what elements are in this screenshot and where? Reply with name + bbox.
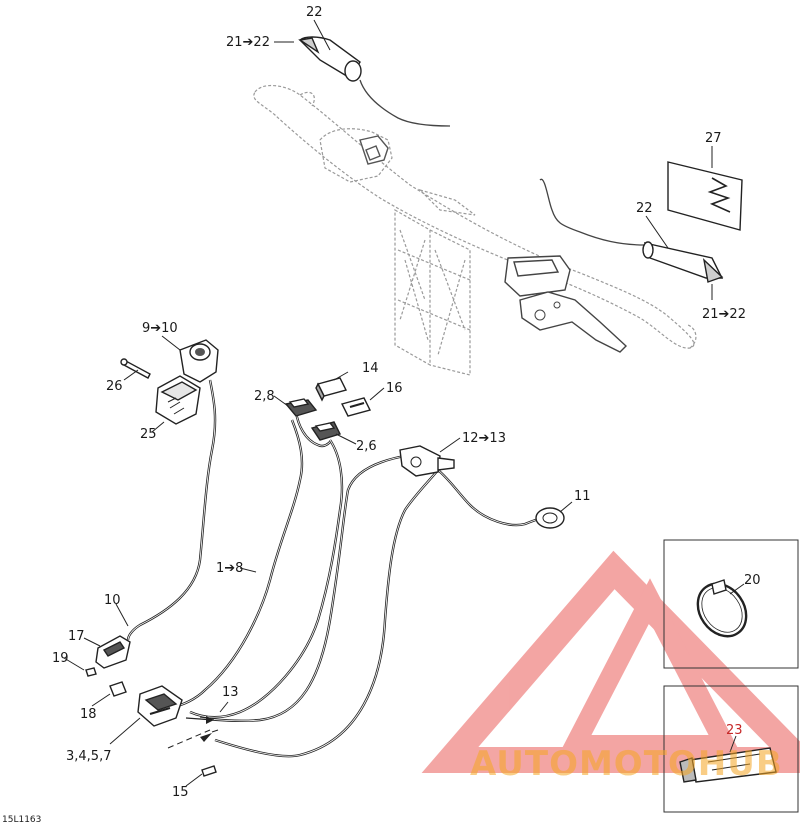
detail-box-23 (663, 685, 799, 813)
connector-2-8 (284, 398, 318, 417)
label-13: 13 (222, 685, 239, 700)
label-14: 14 (362, 361, 379, 376)
label-11: 11 (574, 489, 591, 504)
label-19: 19 (52, 651, 69, 666)
label-18: 18 (80, 707, 97, 722)
housing-25 (155, 375, 201, 425)
label-3-4-5-7: 3,4,5,7 (66, 749, 111, 764)
label-9-10: 9➔10 (142, 321, 178, 336)
label-20: 20 (744, 573, 761, 588)
label-2-6: 2,6 (356, 439, 377, 454)
grip-heater-right (642, 241, 724, 283)
label-21-22-top: 21➔22 (226, 35, 270, 50)
label-27: 27 (705, 131, 722, 146)
connector-14 (315, 377, 348, 402)
label-23: 23 (726, 723, 743, 738)
label-26: 26 (106, 379, 123, 394)
label-17: 17 (68, 629, 85, 644)
pin-26 (120, 358, 151, 379)
label-25: 25 (140, 427, 157, 442)
main-connector-3457 (137, 685, 183, 727)
lock-18 (109, 681, 127, 697)
label-16: 16 (386, 381, 403, 396)
heater-cable-right (539, 178, 646, 246)
label-2-8: 2,8 (254, 389, 275, 404)
pin-15 (201, 765, 217, 777)
connector-16 (340, 397, 372, 417)
decal-27 (667, 161, 743, 231)
label-1-8: 1➔8 (216, 561, 243, 576)
connector-17 (95, 635, 131, 669)
label-10: 10 (104, 593, 121, 608)
drawing-code: 15L1163 (2, 815, 41, 825)
label-15: 15 (172, 785, 189, 800)
handlebar-ghost (253, 85, 697, 376)
connector-9-10 (179, 339, 219, 383)
leader-lines (63, 19, 713, 787)
connector-12-13 (399, 445, 455, 477)
label-22-top: 22 (306, 5, 323, 20)
grip-heater-top (298, 36, 362, 82)
left-control-housing (319, 128, 393, 183)
wiring-harness (126, 379, 549, 758)
watermark-logo (421, 550, 800, 773)
grommet-11 (535, 507, 565, 529)
callout-labels: 22 21➔22 27 22 21➔22 9➔10 26 25 14 2,8 1… (2, 5, 761, 825)
throttle-cable (359, 79, 451, 127)
brake-master-cylinder (504, 255, 628, 353)
label-12-13: 12➔13 (462, 431, 506, 446)
detail-box-20 (663, 539, 799, 669)
pin-19 (85, 667, 97, 677)
label-21-22-right: 21➔22 (702, 307, 746, 322)
connector-2-6 (310, 421, 341, 441)
label-22-right: 22 (636, 201, 653, 216)
watermark-wordmark: AUTOMOTOHUB (470, 744, 783, 784)
watermark-text: AUTOMOTOHUB (470, 744, 783, 784)
